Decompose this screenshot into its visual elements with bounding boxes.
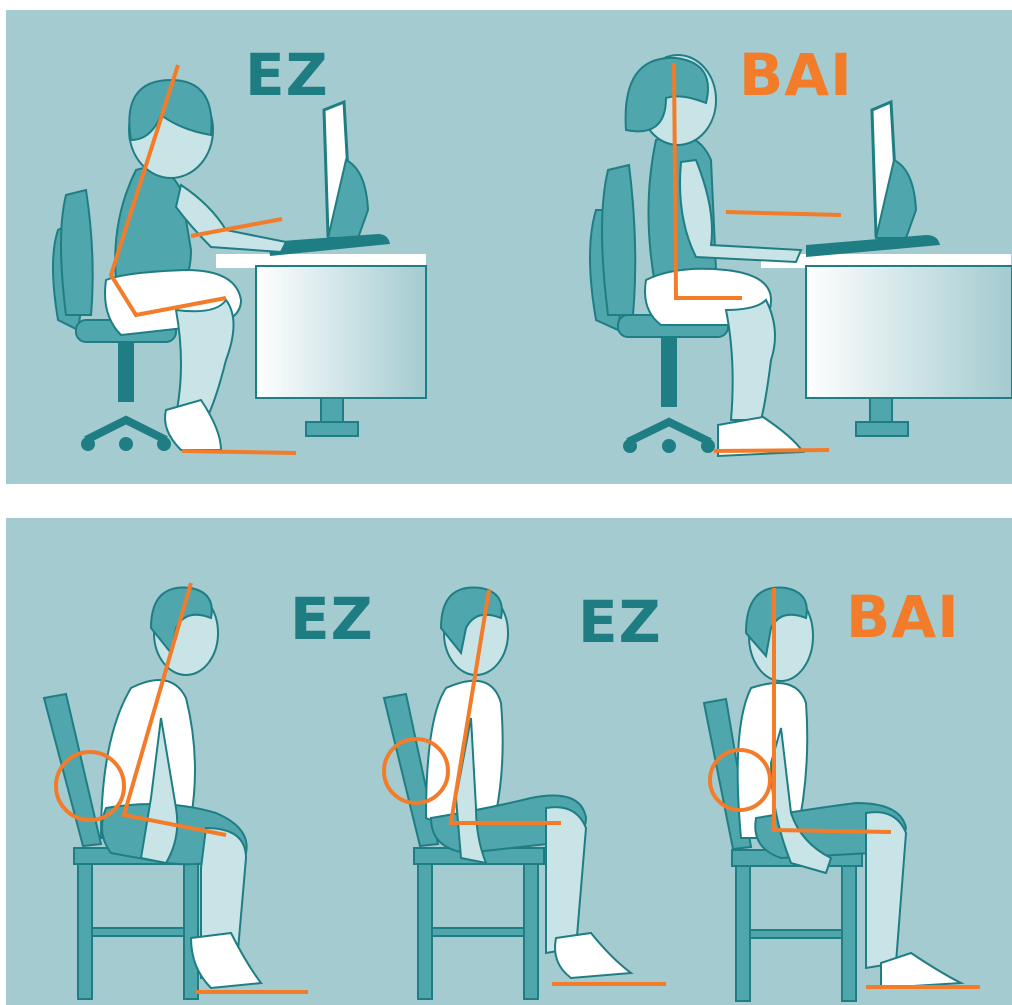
good-posture-label-bottom: BAI bbox=[846, 588, 960, 646]
bad-desk-scene bbox=[53, 65, 426, 453]
desk-icon bbox=[761, 254, 1012, 436]
chair-posture-panel: EZ EZ BAI bbox=[6, 518, 1012, 1005]
good-posture-label-top: BAI bbox=[739, 46, 853, 104]
desk-icon bbox=[216, 254, 426, 436]
desk-posture-panel: EZ BAI bbox=[6, 10, 1012, 484]
desk-posture-illustration bbox=[6, 10, 1012, 484]
monitor-icon bbox=[806, 102, 940, 257]
bad-posture-label-bottom-1: EZ bbox=[290, 590, 374, 648]
slouching-man-figure-1 bbox=[44, 583, 308, 999]
bad-posture-label-top: EZ bbox=[245, 46, 329, 104]
monitor-icon bbox=[268, 102, 390, 256]
bad-posture-label-bottom-2: EZ bbox=[578, 593, 662, 651]
good-desk-scene bbox=[590, 55, 1012, 456]
upright-woman-figure bbox=[626, 55, 803, 456]
